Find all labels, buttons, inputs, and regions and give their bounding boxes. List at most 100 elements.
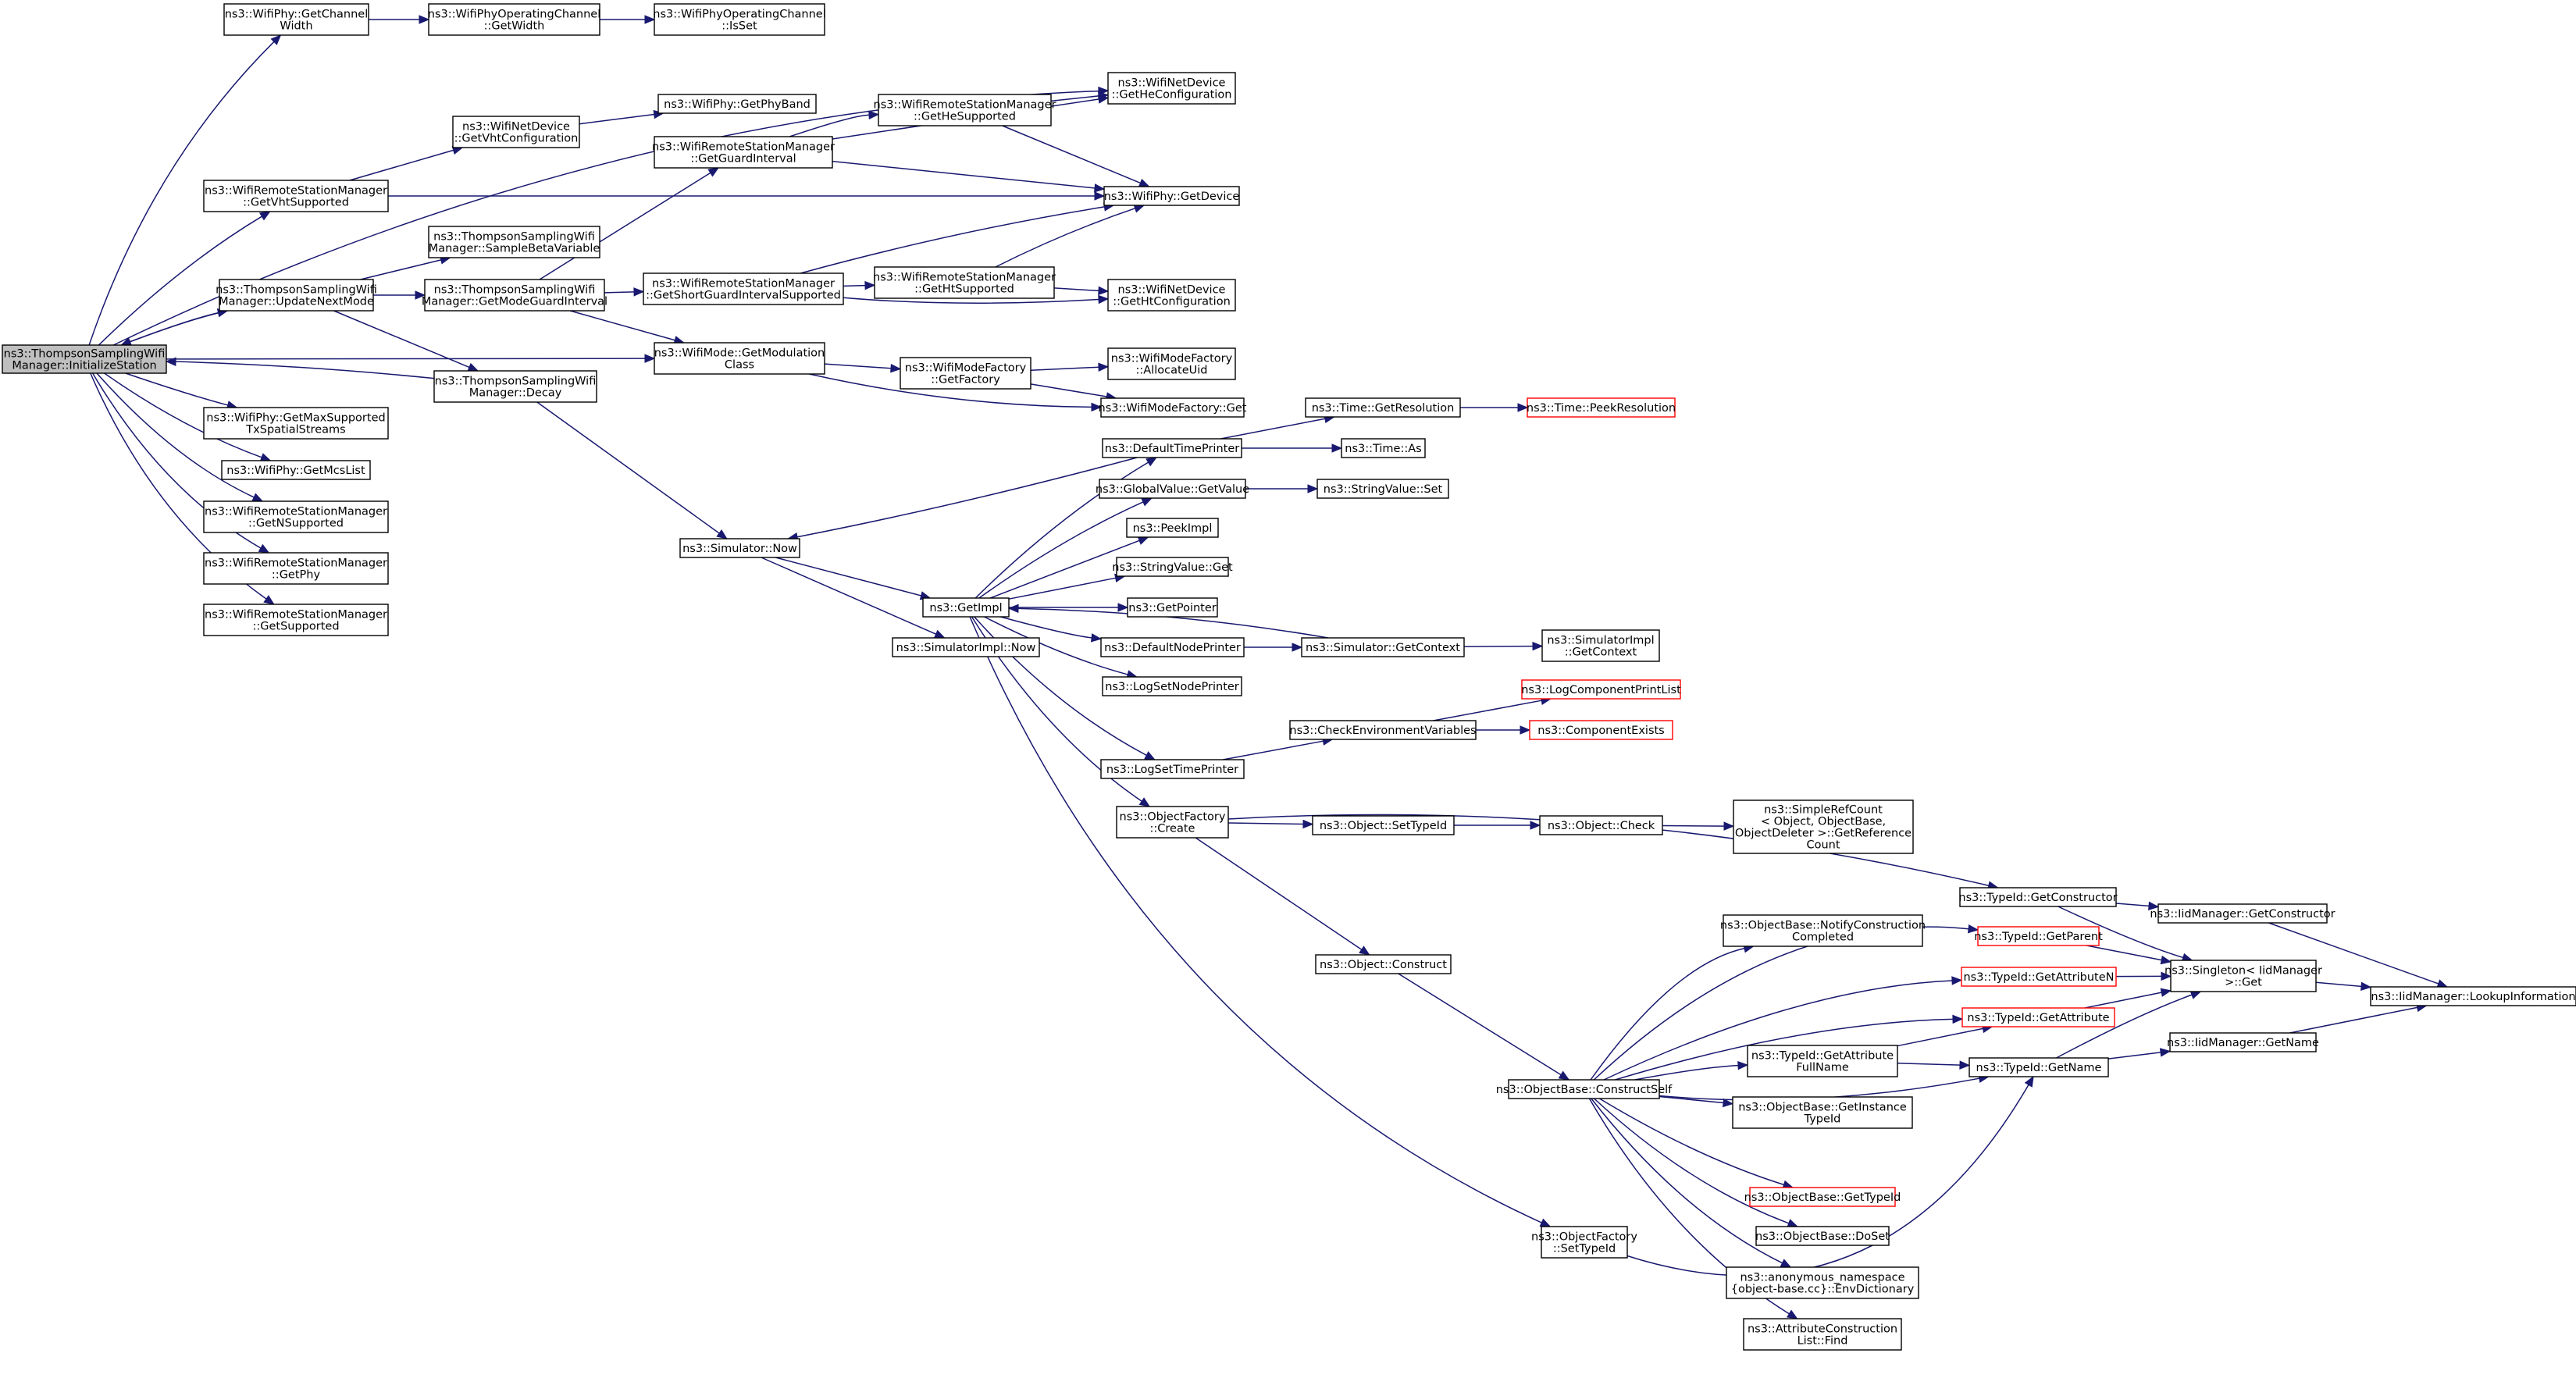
node-label-line: ::AllocateUid (1136, 365, 1208, 377)
node-ns3-wifinetdevice-getvhtconfiguration[interactable]: ns3::WifiNetDevice::GetVhtConfiguration (452, 116, 580, 148)
node-ns3-globalvalue-getvalue[interactable]: ns3::GlobalValue::GetValue (1096, 479, 1249, 499)
node-label-line: ns3::WifiRemoteStationManager (205, 185, 387, 198)
node-ns3-typeid-getconstructor[interactable]: ns3::TypeId::GetConstructor (1958, 887, 2118, 907)
node-ns3-wifimodefactory-get[interactable]: ns3::WifiModeFactory::Get (1099, 397, 1247, 418)
node-ns3-wifiremotestationmanager-getnsupported[interactable]: ns3::WifiRemoteStationManager::GetNSuppo… (203, 500, 389, 533)
edge-n18-n19 (1030, 362, 1110, 372)
node-ns3-defaultnodeprinter[interactable]: ns3::DefaultNodePrinter (1100, 637, 1245, 657)
node-label-line: ns3::ObjectFactory (1120, 811, 1226, 824)
edge-n17-n21 (809, 373, 1103, 412)
edge-n36-n35 (1008, 573, 1126, 600)
node-ns3-wifiphy-getdevice[interactable]: ns3::WifiPhy::GetDevice (1103, 186, 1240, 206)
node-ns3-wifiphy-getmaxsupported-txspatialstreams[interactable]: ns3::WifiPhy::GetMaxSupportedTxSpatialSt… (203, 407, 389, 440)
node-ns3-logcomponentprintlist[interactable]: ns3::LogComponentPrintList (1521, 679, 1681, 700)
node-label-line: ns3::WifiRemoteStationManager (874, 99, 1056, 112)
node-ns3-wifiremotestationmanager-getshortguardintervalsupported[interactable]: ns3::WifiRemoteStationManager::GetShortG… (643, 272, 844, 305)
node-ns3-objectbase-notifyconstruction-completed[interactable]: ns3::ObjectBase::NotifyConstructionCompl… (1720, 914, 1926, 947)
node-ns3-simplerefcount-object-objectbase-objectdeleter-getreference-count[interactable]: ns3::SimpleRefCount< Object, ObjectBase,… (1733, 799, 1914, 854)
node-ns3-wifimodefactory-getfactory[interactable]: ns3::WifiModeFactory::GetFactory (900, 357, 1031, 390)
node-ns3-wifiremotestationmanager-gethtsupported[interactable]: ns3::WifiRemoteStationManager::GetHtSupp… (873, 266, 1056, 299)
node-ns3-wifiremotestationmanager-gethesupported[interactable]: ns3::WifiRemoteStationManager::GetHeSupp… (874, 94, 1056, 126)
node-ns3-typeid-getattributen[interactable]: ns3::TypeId::GetAttributeN (1961, 967, 2117, 987)
node-ns3-logsetnodeprinter[interactable]: ns3::LogSetNodePrinter (1102, 676, 1242, 696)
node-ns3-thompsonsamplingwifi-manager-getmodeguardinterval[interactable]: ns3::ThompsonSamplingWifiManager::GetMod… (422, 279, 607, 312)
edge-n12-n13 (372, 290, 426, 300)
node-ns3-singleton-iidmanager-get[interactable]: ns3::Singleton< IidManager>::Get (2164, 960, 2322, 992)
node-ns3-stringvalue-get[interactable]: ns3::StringValue::Get (1112, 557, 1233, 577)
edge-n15-n10 (995, 204, 1145, 268)
node-ns3-iidmanager-lookupinformation[interactable]: ns3::IidManager::LookupInformation (2370, 986, 2576, 1006)
node-label-line: >::Get (2225, 977, 2262, 989)
node-ns3-getimpl[interactable]: ns3::GetImpl (922, 597, 1010, 618)
node-ns3-object-check[interactable]: ns3::Object::Check (1539, 815, 1663, 835)
node-label-line: ns3::WifiModeFactory (1111, 353, 1233, 365)
node-ns3-thompsonsamplingwifi-manager-initializestation[interactable]: ns3::ThompsonSamplingWifiManager::Initia… (2, 344, 167, 374)
node-ns3-thompsonsamplingwifi-manager-samplebetavariable[interactable]: ns3::ThompsonSamplingWifiManager::Sample… (428, 226, 600, 258)
edge-n44-n43 (1433, 696, 1552, 721)
node-label-line: ns3::GlobalValue::GetValue (1096, 483, 1249, 496)
node-ns3-objectbase-constructself[interactable]: ns3::ObjectBase::ConstructSelf (1496, 1079, 1673, 1099)
node-ns3-thompsonsamplingwifi-manager-updatenextmode[interactable]: ns3::ThompsonSamplingWifiManager::Update… (216, 279, 377, 312)
edge-n36-n39 (1000, 616, 1103, 643)
node-label-line: ::GetWidth (484, 20, 545, 33)
node-ns3-wifiremotestationmanager-getguardinterval[interactable]: ns3::WifiRemoteStationManager::GetGuardI… (652, 136, 835, 169)
node-label-line: ns3::ThompsonSamplingWifi (433, 231, 595, 244)
edge-n63-n61 (1634, 1060, 1749, 1081)
node-ns3-defaulttimeprinter[interactable]: ns3::DefaultTimePrinter (1102, 438, 1242, 458)
node-ns3-simulator-now[interactable]: ns3::Simulator::Now (679, 538, 800, 558)
node-ns3-simulatorimpl-getcontext[interactable]: ns3::SimulatorImpl::GetContext (1541, 629, 1660, 662)
node-ns3-getpointer[interactable]: ns3::GetPointer (1127, 597, 1218, 618)
node-ns3-wifiphyoperatingchannel-getwidth[interactable]: ns3::WifiPhyOperatingChannel::GetWidth (428, 3, 600, 36)
node-ns3-iidmanager-getname[interactable]: ns3::IidManager::GetName (2167, 1032, 2319, 1052)
node-label-line: ns3::SimpleRefCount (1764, 804, 1883, 817)
node-label-line: List::Find (1797, 1335, 1848, 1348)
node-ns3-wifinetdevice-gethtconfiguration[interactable]: ns3::WifiNetDevice::GetHtConfiguration (1107, 279, 1236, 312)
node-label-line: ns3::LogSetTimePrinter (1106, 764, 1238, 776)
node-ns3-simulatorimpl-now[interactable]: ns3::SimulatorImpl::Now (892, 637, 1040, 657)
node-ns3-typeid-getattribute[interactable]: ns3::TypeId::GetAttribute (1961, 1007, 2115, 1027)
node-ns3-wifiphyoperatingchannel-isset[interactable]: ns3::WifiPhyOperatingChannel::IsSet (653, 3, 826, 36)
node-ns3-peekimpl[interactable]: ns3::PeekImpl (1126, 518, 1219, 538)
node-ns3-time-getresolution[interactable]: ns3::Time::GetResolution (1305, 397, 1461, 418)
edge-n13-n14 (604, 287, 645, 297)
node-ns3-objectfactory-create[interactable]: ns3::ObjectFactory::Create (1116, 806, 1229, 839)
node-ns3-objectbase-gettypeid[interactable]: ns3::ObjectBase::GetTypeId (1744, 1187, 1901, 1207)
node-ns3-object-settypeid[interactable]: ns3::Object::SetTypeId (1312, 815, 1455, 835)
node-ns3-iidmanager-getconstructor[interactable]: ns3::IidManager::GetConstructor (2150, 903, 2336, 924)
node-ns3-typeid-getparent[interactable]: ns3::TypeId::GetParent (1974, 926, 2103, 946)
node-ns3-objectbase-doset[interactable]: ns3::ObjectBase::DoSet (1755, 1226, 1890, 1246)
node-ns3-stringvalue-set[interactable]: ns3::StringValue::Set (1317, 479, 1449, 499)
node-ns3-object-construct[interactable]: ns3::Object::Construct (1315, 954, 1452, 974)
node-ns3-anonymous-namespace-object-base-cc-envdictionary[interactable]: ns3::anonymous_namespace{object-base.cc}… (1726, 1266, 1919, 1299)
node-ns3-wifiremotestationmanager-getvhtsupported[interactable]: ns3::WifiRemoteStationManager::GetVhtSup… (203, 180, 389, 212)
edge-n39-n40 (1244, 643, 1303, 652)
node-ns3-checkenvironmentvariables[interactable]: ns3::CheckEnvironmentVariables (1289, 720, 1477, 740)
node-ns3-wifiremotestationmanager-getphy[interactable]: ns3::WifiRemoteStationManager::GetPhy (203, 552, 389, 585)
node-label-line: Width (280, 20, 312, 33)
node-label-line: TxSpatialStreams (245, 424, 345, 436)
node-label-line: ns3::TypeId::GetAttribute (1751, 1050, 1894, 1063)
node-ns3-simulator-getcontext[interactable]: ns3::Simulator::GetContext (1301, 637, 1465, 657)
node-ns3-wifinetdevice-getheconfiguration[interactable]: ns3::WifiNetDevice::GetHeConfiguration (1107, 72, 1236, 105)
node-label-line: ns3::SimulatorImpl::Now (896, 642, 1036, 654)
node-ns3-wifiremotestationmanager-getsupported[interactable]: ns3::WifiRemoteStationManager::GetSuppor… (203, 604, 389, 636)
node-ns3-componentexists[interactable]: ns3::ComponentExists (1529, 720, 1673, 740)
node-ns3-objectfactory-settypeid[interactable]: ns3::ObjectFactory::SetTypeId (1531, 1226, 1637, 1259)
node-ns3-wifiphy-getmcslist[interactable]: ns3::WifiPhy::GetMcsList (221, 460, 371, 480)
node-label-line: ns3::ObjectBase::ConstructSelf (1496, 1084, 1673, 1096)
edge-n14-n15 (843, 280, 876, 290)
edge-n34-n38 (761, 557, 946, 639)
edge-n63-n59 (1615, 1014, 1964, 1081)
node-ns3-time-as[interactable]: ns3::Time::As (1341, 438, 1426, 458)
node-ns3-typeid-getname[interactable]: ns3::TypeId::GetName (1969, 1057, 2109, 1077)
node-ns3-wifimodefactory-allocateuid[interactable]: ns3::WifiModeFactory::AllocateUid (1107, 347, 1236, 380)
node-ns3-wifiphy-getphyband[interactable]: ns3::WifiPhy::GetPhyBand (657, 94, 817, 114)
node-ns3-time-peekresolution[interactable]: ns3::Time::PeekResolution (1527, 397, 1676, 418)
node-ns3-logsettimeprinter[interactable]: ns3::LogSetTimePrinter (1100, 759, 1245, 779)
